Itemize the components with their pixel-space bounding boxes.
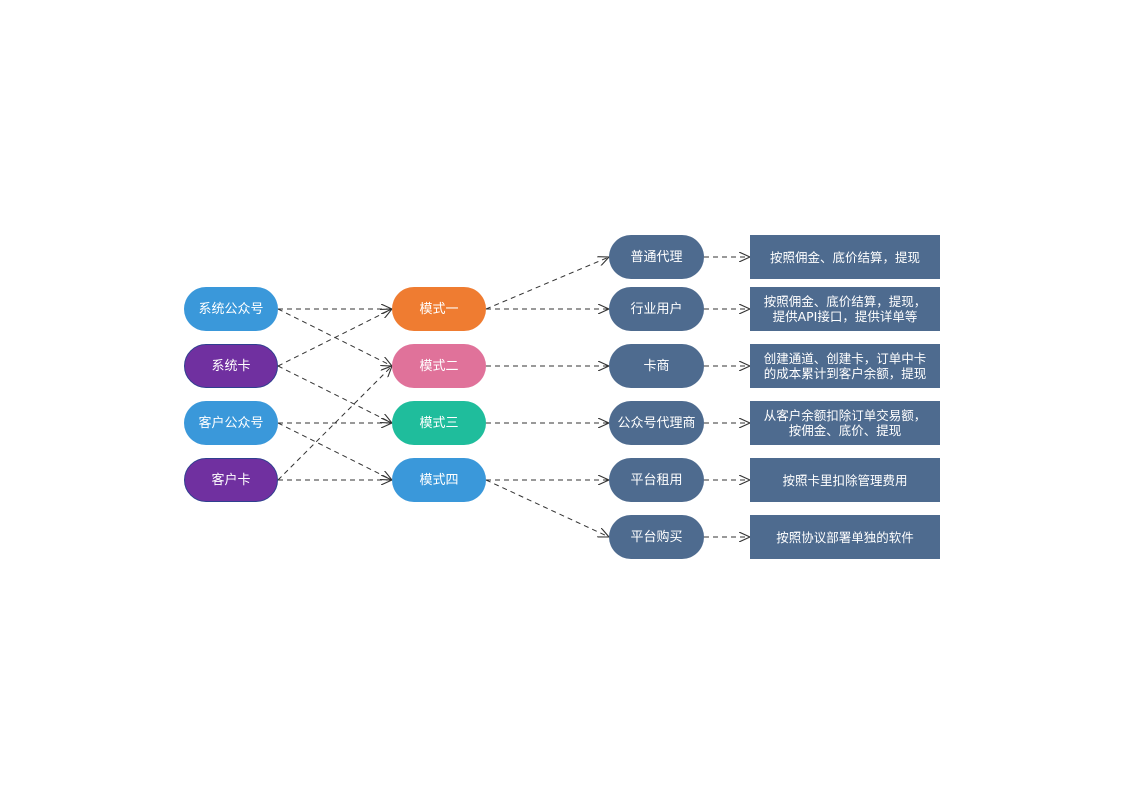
description-box: 按照协议部署单独的软件 (750, 515, 940, 559)
description-box: 创建通道、创建卡，订单中卡 的成本累计到客户余额，提现 (750, 344, 940, 388)
source-customer-card: 客户卡 (184, 458, 278, 502)
role-general-agent: 普通代理 (609, 235, 704, 279)
role-platform-purchase: 平台购买 (609, 515, 704, 559)
mode-one: 模式一 (392, 287, 486, 331)
description-box: 按照卡里扣除管理费用 (750, 458, 940, 502)
connector-s2-m3 (277, 365, 392, 423)
role-industry-user: 行业用户 (609, 287, 704, 331)
description-box: 按照佣金、底价结算，提现 (750, 235, 940, 279)
connector-s2-m1 (277, 309, 392, 367)
connector-m1-r1 (485, 257, 609, 310)
role-card-vendor: 卡商 (609, 344, 704, 388)
mode-four: 模式四 (392, 458, 486, 502)
connector-m4-r6 (485, 479, 609, 537)
description-box: 从客户余额扣除订单交易额， 按佣金、底价、提现 (750, 401, 940, 445)
source-system-card: 系统卡 (184, 344, 278, 388)
mode-two: 模式二 (392, 344, 486, 388)
description-box: 按照佣金、底价结算，提现， 提供API接口，提供详单等 (750, 287, 940, 331)
role-official-account-agent: 公众号代理商 (609, 401, 704, 445)
source-system-official-account: 系统公众号 (184, 287, 278, 331)
connector-s3-m4 (277, 422, 392, 480)
mode-three: 模式三 (392, 401, 486, 445)
role-platform-rental: 平台租用 (609, 458, 704, 502)
source-customer-official-account: 客户公众号 (184, 401, 278, 445)
